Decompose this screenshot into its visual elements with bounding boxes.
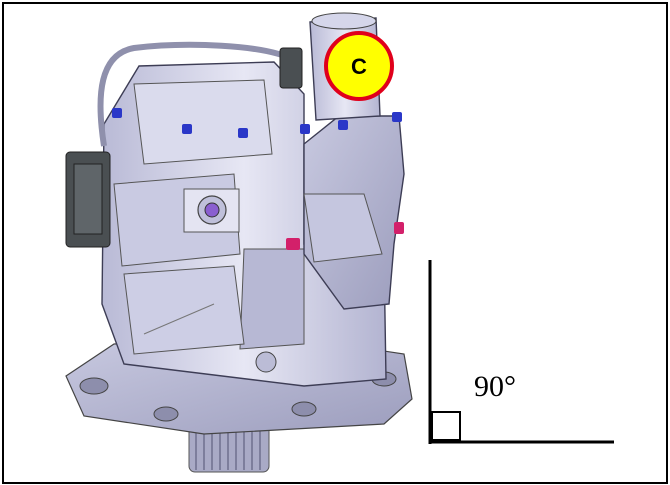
angle-label: 90° [474, 370, 516, 403]
main-housing [101, 61, 387, 387]
housing-bolts [112, 108, 404, 250]
gearbox-illustration: C [65, 12, 614, 473]
callout-c: C [324, 31, 394, 101]
wire-connector [65, 41, 303, 248]
right-angle-icon [428, 260, 614, 444]
callout-label: C [351, 54, 367, 79]
